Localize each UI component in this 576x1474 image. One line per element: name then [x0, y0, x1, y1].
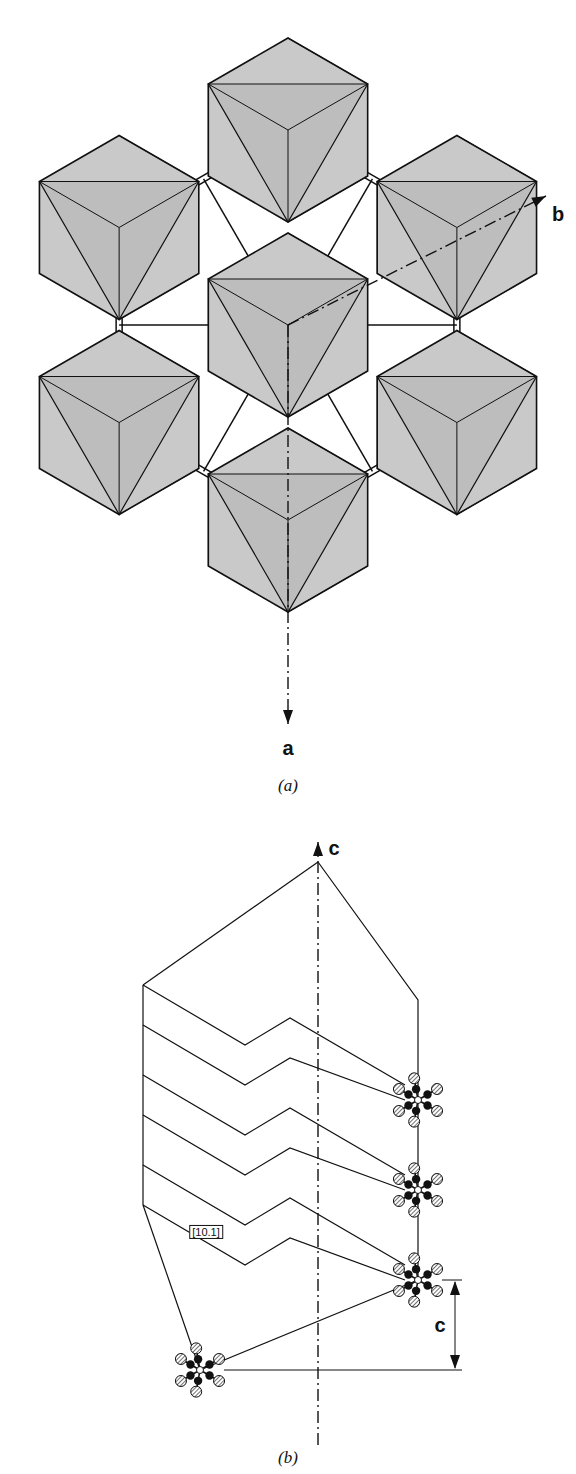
arrow-head: [450, 1281, 460, 1295]
sheet-edge: [318, 862, 418, 1280]
sheet-edge: [142, 1165, 143, 1205]
coordination-cluster: [393, 1073, 442, 1127]
coordination-cluster: [175, 1343, 224, 1397]
sheet-edge: [143, 1205, 405, 1280]
octahedron: [377, 331, 536, 515]
b-axis: [288, 196, 546, 325]
coordination-cluster: [393, 1253, 442, 1307]
coordination-cluster: [393, 1163, 442, 1217]
octahedron: [208, 38, 367, 222]
sheet-edge: [142, 1075, 143, 1115]
dimension-label: c: [434, 1314, 445, 1336]
sheet-edge: [142, 1115, 143, 1165]
sheet-edge: [143, 862, 318, 985]
sheet-edge: [142, 1025, 143, 1075]
axis-label: a: [282, 737, 293, 759]
octahedron: [39, 331, 198, 515]
sheet-edge: [143, 1025, 405, 1100]
sheet-edge: [143, 1115, 405, 1190]
direction-index: [10.1]: [189, 1225, 223, 1239]
sheet-edge: [200, 1280, 418, 1370]
axis-label: b: [552, 203, 564, 225]
sheet-edge: [143, 1165, 405, 1265]
sheet-stack: [143, 862, 443, 1397]
octahedron: [377, 136, 536, 320]
arrow-head: [283, 710, 293, 724]
arrow-head: [450, 1355, 460, 1369]
octahedron: [39, 136, 198, 320]
sheet-edge: [143, 985, 405, 1085]
arrow-head: [313, 842, 323, 856]
period-dimension: [224, 1280, 462, 1370]
arrow-head: [531, 196, 546, 207]
part-label: (b): [278, 1449, 298, 1468]
sheet-edge: [143, 1075, 405, 1175]
sheet-edge: [142, 985, 143, 1025]
a-axis: [283, 325, 293, 724]
c-axis: [313, 842, 323, 1445]
part-label: (a): [278, 777, 298, 796]
axis-label: c: [328, 837, 339, 859]
